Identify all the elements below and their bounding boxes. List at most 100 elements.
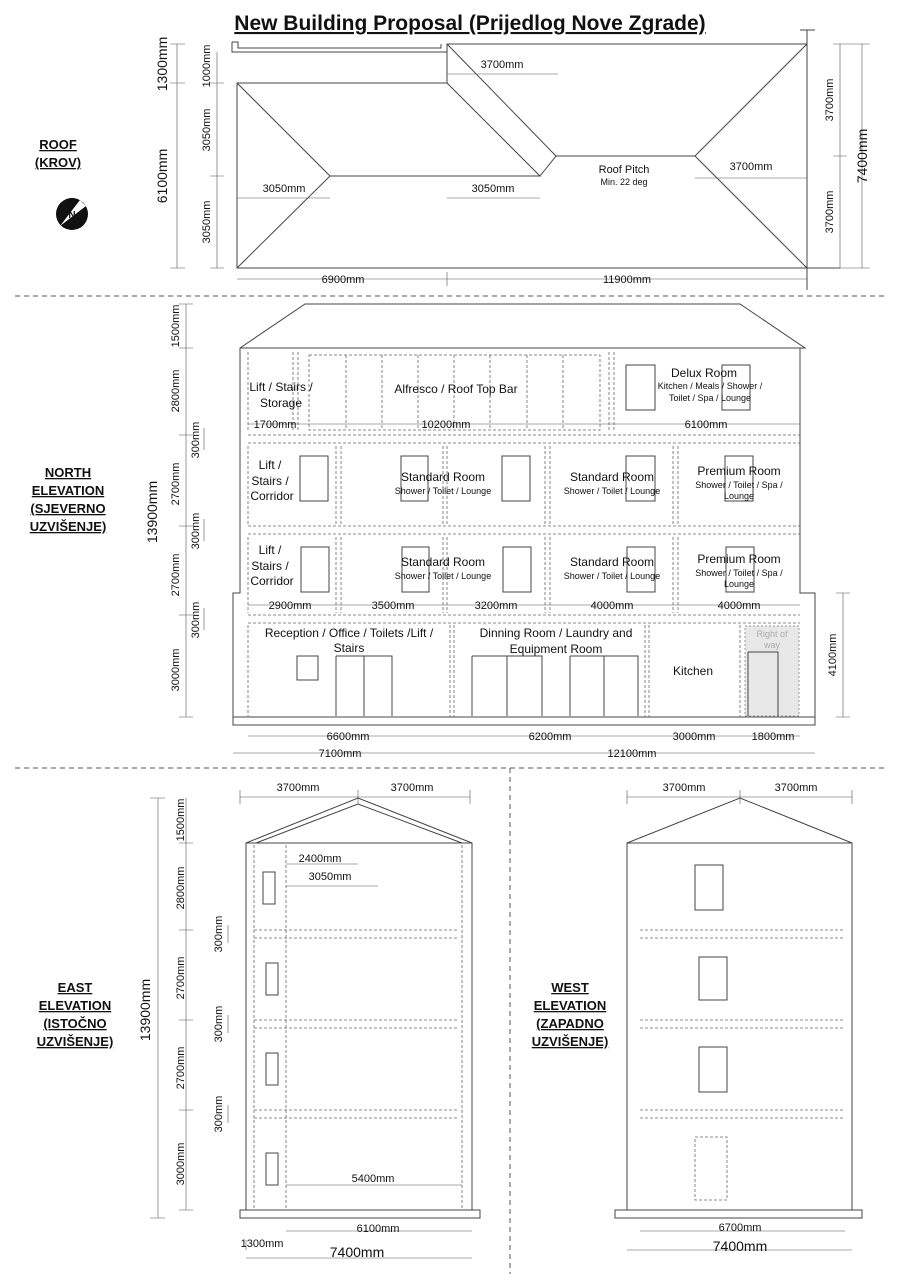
room-label-dining: Equipment Room xyxy=(510,642,603,656)
dim-east-3050: 3050mm xyxy=(309,871,352,883)
north-label: UZVIŠENJE) xyxy=(30,519,107,534)
room-label-alfresco: Alfresco / Roof Top Bar xyxy=(394,382,517,396)
floor-2-rooms: Lift / Stairs / Corridor Standard Room S… xyxy=(250,458,783,503)
room-desc-standard: Shower / Toilet / Lounge xyxy=(564,571,660,581)
east-label: EAST xyxy=(58,980,93,995)
dim-roof-3700-top: 3700mm xyxy=(481,59,524,71)
right-of-way-area xyxy=(744,625,800,717)
dim-roof-11900: 11900mm xyxy=(603,274,651,286)
room-label-lift-corridor: Stairs / xyxy=(251,559,289,573)
west-label: UZVIŠENJE) xyxy=(532,1034,609,1049)
roof-plan: ROOF (KROV) N 1300mm 6100mm 1000mm 3050m… xyxy=(35,29,870,290)
room-label-lift-corridor: Corridor xyxy=(250,489,293,503)
dim-roof-hip-mid: 3050mm xyxy=(472,183,515,195)
dim-roof-3700-upper: 3700mm xyxy=(824,79,836,122)
room-label-lift-corridor: Corridor xyxy=(250,574,293,588)
room-label-premium: Premium Room xyxy=(697,552,780,566)
dim-north-4100: 4100mm xyxy=(827,634,839,677)
dim-north-300: 300mm xyxy=(190,513,202,550)
dim-north-1700: 1700mm xyxy=(254,419,297,431)
north-compass-icon: N xyxy=(56,198,88,230)
dim-east-3700-right: 3700mm xyxy=(391,782,434,794)
dim-north-4000: 4000mm xyxy=(591,600,634,612)
room-desc-premium: Shower / Toilet / Spa / xyxy=(695,568,783,578)
east-label: UZVIŠENJE) xyxy=(37,1034,114,1049)
dim-north-1800: 1800mm xyxy=(752,731,795,743)
room-label-lift-corridor: Lift / xyxy=(259,458,282,472)
room-desc-standard: Shower / Toilet / Lounge xyxy=(395,571,491,581)
dim-east-3000: 3000mm xyxy=(175,1143,187,1186)
north-label: (SJEVERNO xyxy=(30,501,105,516)
dim-east-300: 300mm xyxy=(213,1096,225,1133)
dim-east-2700: 2700mm xyxy=(175,957,187,1000)
dim-north-2800: 2800mm xyxy=(170,370,182,413)
dim-roof-1000: 1000mm xyxy=(201,45,213,88)
dim-east-6100: 6100mm xyxy=(357,1223,400,1235)
north-label: ELEVATION xyxy=(32,483,104,498)
room-label-dining: Dinning Room / Laundry and xyxy=(480,626,633,640)
dim-west-3700-left: 3700mm xyxy=(663,782,706,794)
dim-west-3700-right: 3700mm xyxy=(775,782,818,794)
east-label: (ISTOČNO xyxy=(43,1016,106,1031)
room-desc-standard: Shower / Toilet / Lounge xyxy=(564,486,660,496)
dim-north-3000: 3000mm xyxy=(170,649,182,692)
north-label: NORTH xyxy=(45,465,91,480)
dim-east-5400: 5400mm xyxy=(352,1173,395,1185)
dim-north-3500: 3500mm xyxy=(372,600,415,612)
room-label-lift-corridor: Stairs / xyxy=(251,474,289,488)
dim-east-2700: 2700mm xyxy=(175,1047,187,1090)
north-elevation: NORTH ELEVATION (SJEVERNO UZVIŠENJE) Lif… xyxy=(30,303,850,760)
room-label-reception: Reception / Office / Toilets /Lift / xyxy=(265,626,434,640)
dim-north-4000: 4000mm xyxy=(718,600,761,612)
west-label: ELEVATION xyxy=(534,998,606,1013)
dim-north-6200: 6200mm xyxy=(529,731,572,743)
dim-north-6100: 6100mm xyxy=(685,419,728,431)
dim-west-6700: 6700mm xyxy=(719,1222,762,1234)
room-label-lift-storage: Storage xyxy=(260,396,302,410)
roof-label: ROOF xyxy=(39,137,77,152)
room-desc-premium: Lounge xyxy=(724,579,754,589)
room-desc-premium: Shower / Toilet / Spa / xyxy=(695,480,783,490)
roof-pitch-value: Min. 22 deg xyxy=(600,177,647,187)
dim-north-2900: 2900mm xyxy=(269,600,312,612)
west-elevation: WEST ELEVATION (ZAPADNO UZVIŠENJE) 3700m… xyxy=(532,782,863,1254)
west-label: WEST xyxy=(551,980,589,995)
dim-north-3000-w: 3000mm xyxy=(673,731,716,743)
dim-north-12100: 12100mm xyxy=(608,748,657,760)
dim-east-7400: 7400mm xyxy=(330,1244,384,1260)
dim-west-7400: 7400mm xyxy=(713,1238,767,1254)
room-label-standard: Standard Room xyxy=(570,470,654,484)
roof-pitch-label: Roof Pitch xyxy=(599,164,650,176)
dim-east-2400: 2400mm xyxy=(299,853,342,865)
room-desc-delux: Kitchen / Meals / Shower / xyxy=(658,381,763,391)
room-desc-premium: Lounge xyxy=(724,491,754,501)
dim-north-300: 300mm xyxy=(190,602,202,639)
room-label-premium: Premium Room xyxy=(697,464,780,478)
dim-east-300: 300mm xyxy=(213,916,225,953)
room-label-standard: Standard Room xyxy=(401,470,485,484)
room-label-delux: Delux Room xyxy=(671,366,737,380)
dim-north-6600: 6600mm xyxy=(327,731,370,743)
dim-east-2800: 2800mm xyxy=(175,867,187,910)
west-label: (ZAPADNO xyxy=(536,1016,604,1031)
east-label: ELEVATION xyxy=(39,998,111,1013)
dim-north-3200: 3200mm xyxy=(475,600,518,612)
dim-roof-6100: 6100mm xyxy=(154,149,170,203)
room-label-reception: Stairs xyxy=(334,641,365,655)
room-label-standard: Standard Room xyxy=(401,555,485,569)
dim-east-1500: 1500mm xyxy=(175,799,187,842)
dim-roof-6900: 6900mm xyxy=(322,274,365,286)
dim-east-300: 300mm xyxy=(213,1006,225,1043)
dim-east-1300: 1300mm xyxy=(241,1238,284,1250)
compass-letter: N xyxy=(68,210,75,221)
room-label-lift-corridor: Lift / xyxy=(259,543,282,557)
dim-roof-hip-left: 3050mm xyxy=(263,183,306,195)
dim-north-10200: 10200mm xyxy=(422,419,471,431)
dim-roof-3700-lower: 3700mm xyxy=(824,191,836,234)
room-label-kitchen: Kitchen xyxy=(673,664,713,678)
drawing-title: New Building Proposal (Prijedlog Nove Zg… xyxy=(234,12,705,35)
roof-label-hr: (KROV) xyxy=(35,155,81,170)
right-of-way-label: Right of xyxy=(756,629,788,639)
floor-1-rooms: Lift / Stairs / Corridor Standard Room S… xyxy=(250,543,783,589)
